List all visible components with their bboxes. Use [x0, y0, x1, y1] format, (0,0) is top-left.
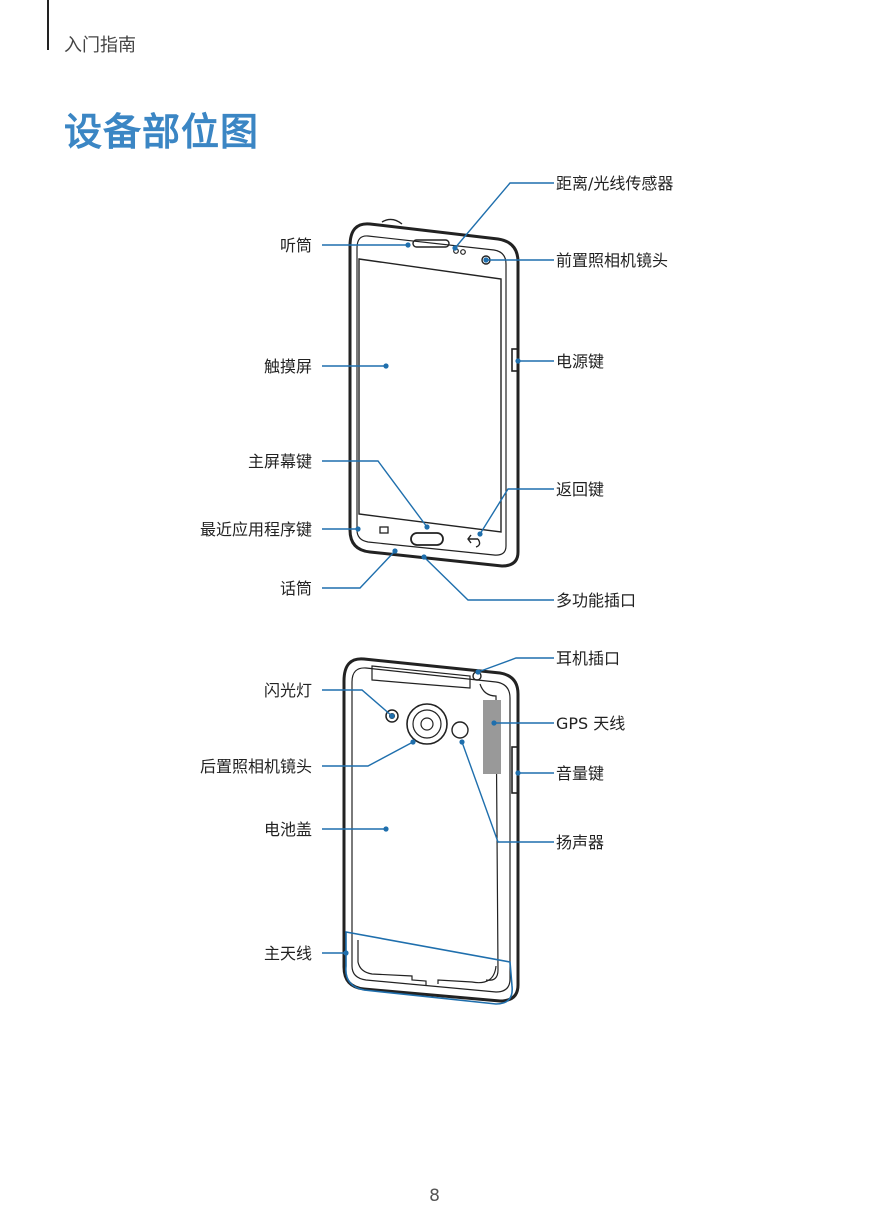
- front-leader-dots: [355, 242, 521, 560]
- page-title: 设备部位图: [64, 110, 260, 154]
- label-home-key: 主屏幕键: [248, 452, 312, 471]
- label-flash: 闪光灯: [264, 681, 312, 700]
- label-proximity-light-sensor: 距离/光线传感器: [556, 174, 673, 193]
- label-power-key: 电源键: [556, 352, 604, 371]
- label-rear-camera: 后置照相机镜头: [200, 757, 312, 776]
- back-leader-lines: [322, 657, 554, 954]
- label-volume-key: 音量键: [556, 764, 604, 783]
- label-multipurpose-jack: 多功能插口: [556, 591, 636, 610]
- label-main-antenna: 主天线: [264, 944, 312, 963]
- label-recent-apps-key: 最近应用程序键: [200, 520, 312, 539]
- label-gps-antenna: GPS 天线: [556, 714, 625, 733]
- label-back-cover: 电池盖: [264, 820, 312, 839]
- label-speaker: 扬声器: [556, 833, 604, 852]
- gps-antenna-area: [483, 700, 501, 774]
- label-front-camera: 前置照相机镜头: [556, 251, 668, 270]
- label-touchscreen: 触摸屏: [264, 357, 312, 376]
- section-header: 入门指南: [64, 35, 136, 56]
- page-number: 8: [429, 1186, 440, 1206]
- back-phone-illustration: [342, 657, 520, 1003]
- header-rule: [47, 0, 49, 50]
- label-back-key: 返回键: [556, 480, 604, 499]
- label-headset-jack: 耳机插口: [556, 649, 620, 668]
- label-earpiece: 听筒: [280, 236, 312, 255]
- back-leader-dots: [343, 669, 521, 956]
- front-leader-lines: [322, 182, 554, 601]
- label-microphone: 话筒: [280, 579, 312, 598]
- main-antenna-outline: [345, 931, 513, 1005]
